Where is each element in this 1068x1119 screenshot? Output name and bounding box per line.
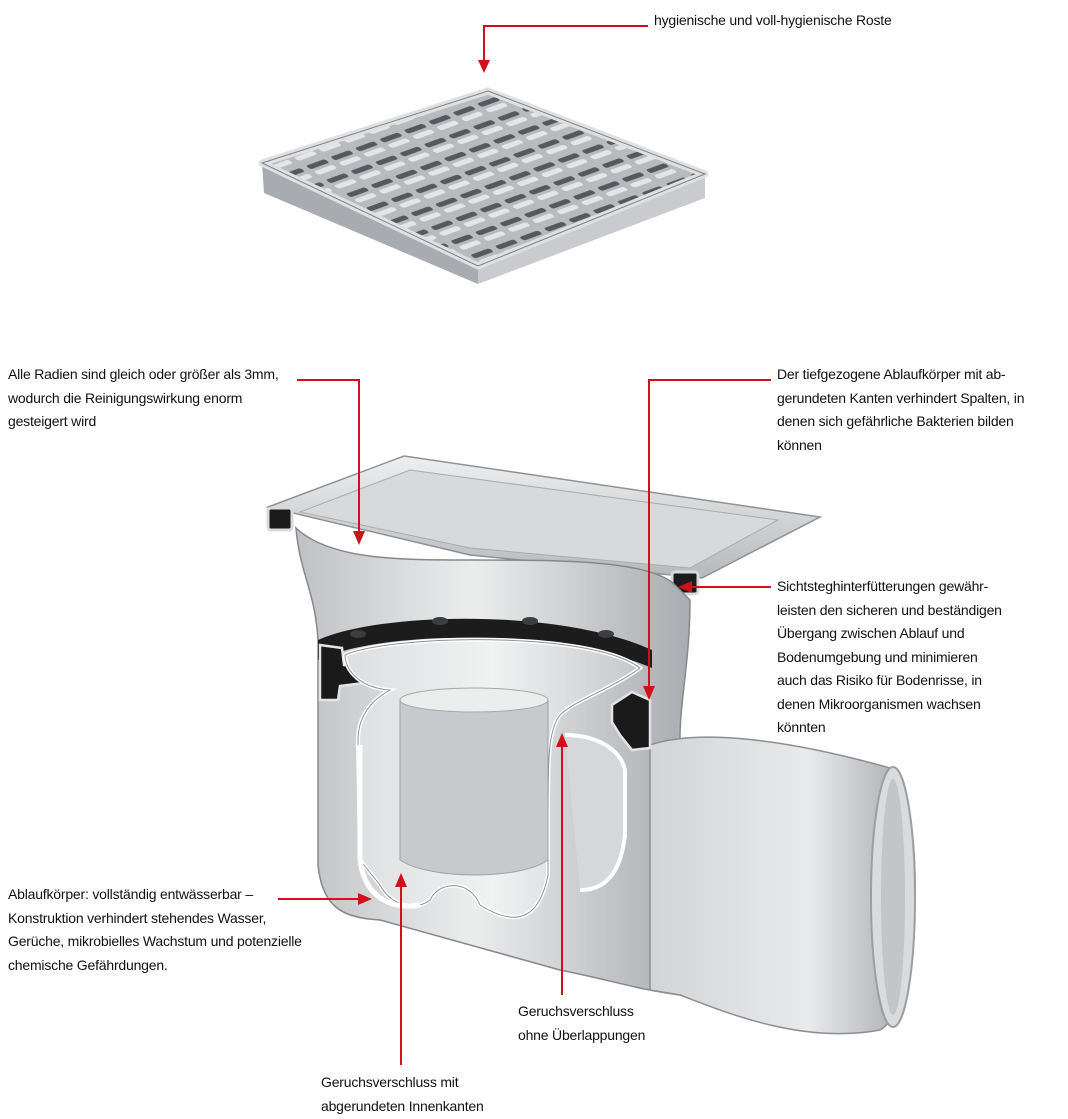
arrowhead-radii — [353, 531, 365, 545]
gasket-ring — [318, 618, 652, 668]
label-drainable-line: Gerüche, mikrobielles Wachstum und poten… — [8, 933, 302, 949]
label-body-deep-line: können — [777, 436, 822, 453]
label-drainable-line: Konstruktion verhindert stehendes Wasser… — [8, 909, 267, 926]
label-gasket-line: Bodenumgebung und minimieren — [777, 648, 978, 665]
arrowhead-grate — [478, 60, 490, 73]
label-body-deep-line: Der tiefgezogene Ablaufkörper mit ab- — [777, 366, 1006, 382]
label-trap-rounded-line: abgerundeten Innenkanten — [321, 1097, 484, 1114]
label-body-deep: Der tiefgezogene Ablaufkörper mit ab- ge… — [777, 363, 1024, 457]
arrowhead-gasket — [678, 581, 692, 593]
arrow-grate — [483, 25, 648, 62]
arrowheads — [353, 60, 692, 905]
flange-gasket-left — [266, 506, 294, 532]
arrowhead-trap-rounded — [395, 873, 407, 887]
label-drainable: Ablaufkörper: vollständig entwässerbar –… — [8, 883, 302, 977]
label-drainable-line: chemische Gefährdungen. — [8, 956, 168, 973]
label-gasket-line: denen Mikroorganismen wachsen — [777, 695, 981, 712]
clamp-right — [610, 690, 652, 752]
arrowhead-body-deep — [643, 686, 655, 700]
trap-outer-wall — [357, 745, 421, 909]
drain-body-illustration — [265, 455, 916, 1035]
label-radii-line: wodurch die Reinigungswirkung enorm — [8, 389, 243, 406]
label-body-deep-line: gerundeten Kanten verhindert Spalten, in — [777, 389, 1025, 406]
arrow-radii — [297, 379, 360, 533]
label-radii-line: Alle Radien sind gleich oder größer als … — [8, 366, 279, 382]
grate-side-face — [478, 174, 705, 284]
label-grate-line: hygienische und voll-hygienische Roste — [654, 12, 892, 28]
label-body-deep-line: denen sich gefährliche Bakterien bilden — [777, 413, 1014, 429]
arrowhead-trap-no-overlap — [556, 733, 568, 747]
trap-inner-cylinder — [399, 692, 549, 876]
callout-arrows — [278, 25, 771, 1065]
label-gasket-line: leisten den sicheren und beständigen — [777, 601, 1002, 618]
arrowhead-drainable — [358, 893, 372, 905]
label-trap-no-overlap-line: ohne Überlappungen — [518, 1026, 646, 1043]
label-gasket-line: Übergang zwischen Ablauf und — [777, 625, 965, 641]
label-trap-rounded: Geruchsverschluss mit abgerundeten Innen… — [321, 1071, 484, 1118]
label-trap-rounded-line: Geruchsverschluss mit — [321, 1074, 459, 1090]
label-gasket-line: könnten — [777, 719, 826, 735]
flange-inner — [298, 469, 780, 569]
arrow-body-deep — [648, 379, 771, 688]
label-gasket: Sichtsteghinterfütterungen gewähr- leist… — [777, 575, 1002, 740]
label-grate: hygienische und voll-hygienische Roste — [654, 9, 892, 33]
label-radii: Alle Radien sind gleich oder größer als … — [8, 363, 279, 434]
grate-illustration — [258, 87, 709, 284]
label-gasket-line: Sichtsteghinterfütterungen gewähr- — [777, 578, 989, 594]
label-radii-line: gesteigert wird — [8, 413, 97, 429]
grate-front-face — [262, 163, 478, 284]
gasket-bolts — [350, 617, 614, 638]
label-gasket-line: auch das Risiko für Bodenrisse, in — [777, 672, 982, 688]
label-drainable-line: Ablaufkörper: vollständig entwässerbar – — [8, 886, 253, 902]
label-trap-no-overlap: Geruchsverschluss ohne Überlappungen — [518, 1000, 645, 1047]
label-trap-no-overlap-line: Geruchsverschluss — [518, 1003, 634, 1019]
